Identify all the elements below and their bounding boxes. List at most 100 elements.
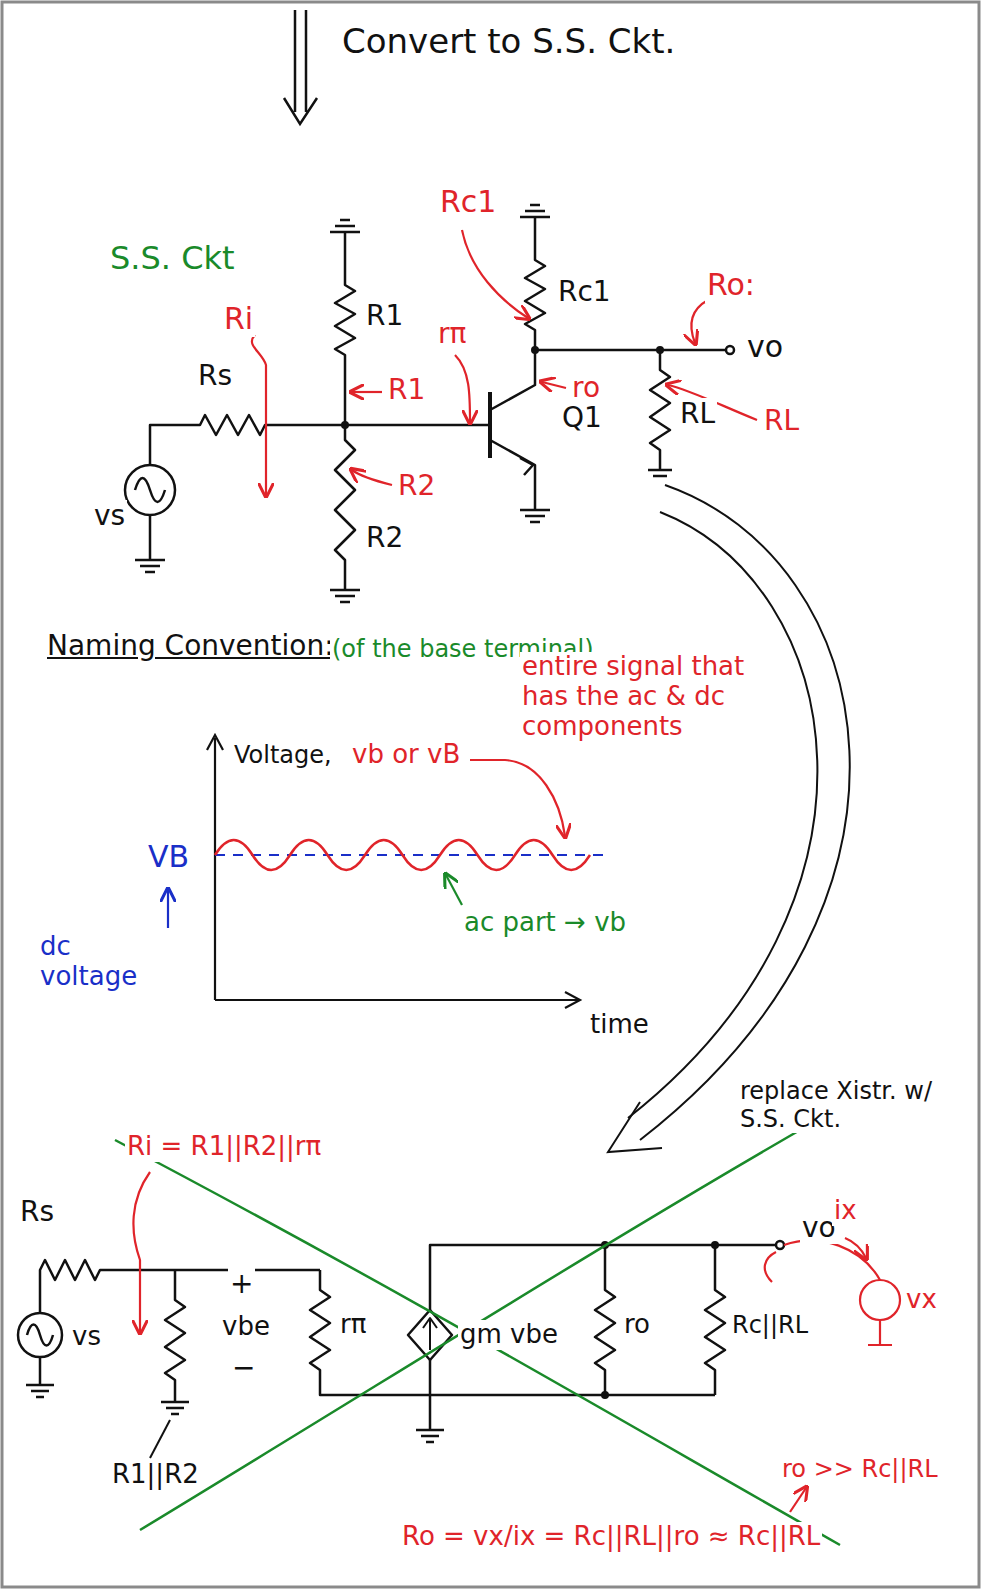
resistor-symbol — [335, 232, 355, 425]
circuit-label: rπ — [436, 318, 468, 350]
circuit-label: Ri = R1||R2||rπ — [125, 1132, 323, 1162]
circuit-label: ix — [832, 1196, 859, 1226]
resistor-symbol — [40, 1260, 320, 1313]
resistor-symbol — [525, 217, 545, 350]
circuit-label: Rc1 — [438, 185, 498, 220]
circuit-label: replace Xistr. w/ S.S. Ckt. — [738, 1078, 957, 1133]
curved-arrow — [640, 485, 850, 1140]
wire — [535, 349, 726, 352]
junction-dot — [601, 1391, 609, 1399]
source-symbol — [135, 478, 165, 502]
resistor-symbol — [705, 1245, 725, 1395]
circuit-label: dc voltage — [38, 932, 152, 992]
resistor-symbol — [595, 1245, 615, 1395]
junction-dot — [656, 346, 664, 354]
circuit-label: S.S. Ckt — [108, 240, 237, 277]
small-signal-circuit — [18, 1241, 784, 1458]
dc-level-line — [215, 854, 605, 856]
ground-symbol — [868, 1320, 892, 1345]
ground-symbol — [416, 1360, 444, 1442]
circuit-label: R2 — [396, 470, 437, 502]
leader-arrow — [845, 1238, 866, 1258]
down-arrow — [284, 10, 317, 124]
leader-arrow — [462, 230, 528, 318]
signal-wave — [215, 840, 590, 870]
cross-out — [115, 1090, 870, 1545]
ground-symbol — [330, 590, 360, 602]
leader-arrow — [352, 470, 392, 485]
resistance-arrows — [252, 230, 757, 495]
leader-arrow — [133, 1172, 150, 1332]
circuit-label: Rc1 — [556, 276, 613, 308]
circuit-label: + — [228, 1268, 255, 1300]
leader-arrow — [455, 355, 470, 422]
leader-arrow — [252, 335, 266, 495]
circuit-label: Rc||RL — [730, 1312, 810, 1340]
circuit-label: gm vbe — [458, 1320, 560, 1350]
ground-symbol — [330, 220, 360, 232]
resistor-symbol — [150, 415, 490, 465]
curved-arrow — [608, 485, 850, 1152]
leader-arrow — [167, 890, 169, 928]
terminal — [726, 346, 734, 354]
leader-arrow — [352, 391, 382, 393]
circuit-label: VB — [146, 840, 191, 875]
circuit-label: time — [588, 1010, 651, 1040]
circuit-label: Rs — [18, 1196, 56, 1228]
resistor-symbol — [161, 1270, 189, 1414]
circuit-label: vs — [70, 1322, 103, 1352]
circuit-label: vx — [904, 1285, 939, 1315]
circuit-label: rπ — [338, 1310, 368, 1340]
circuit-label: ro >> Rc||RL — [780, 1456, 940, 1484]
ground-symbol — [135, 515, 165, 572]
circuit-label: ro — [622, 1310, 652, 1340]
circuit-label: Ro = vx/ix = Rc||RL||ro ≈ Rc||RL — [400, 1522, 822, 1552]
terminal — [776, 1241, 784, 1249]
circuit-label: Voltage, — [232, 742, 334, 770]
resistor-symbol — [335, 425, 355, 590]
leader-arrow — [470, 760, 565, 836]
resistor-symbol — [310, 1270, 715, 1395]
circuit-label: vbe — [220, 1312, 272, 1342]
circuit-label: Q1 — [560, 402, 604, 434]
leader-arrow — [691, 300, 708, 343]
circuit-label: RL — [678, 398, 717, 430]
junction-dot — [711, 1241, 719, 1249]
circuit-label: Naming Convention: — [45, 630, 336, 662]
circuit-label: ro — [570, 372, 602, 404]
ground-symbol — [520, 205, 550, 217]
axis-arrow — [207, 735, 580, 1008]
ground-symbol — [26, 1357, 54, 1397]
leader-arrow — [542, 382, 566, 388]
circuit-label: Ro: — [705, 268, 757, 303]
leader-arrow — [765, 1252, 776, 1282]
circuit-label: − — [230, 1352, 257, 1384]
wire — [784, 1240, 880, 1280]
source-symbol — [18, 1313, 62, 1357]
transistor-symbol — [488, 392, 492, 458]
leader-arrow — [790, 1488, 806, 1512]
circuit-label: R1 — [364, 300, 405, 332]
test-source — [860, 1280, 900, 1320]
circuit-label: R1 — [386, 374, 427, 406]
circuit-label: Convert to S.S. Ckt. — [340, 22, 677, 61]
wire — [430, 1245, 776, 1310]
leader-arrow — [446, 875, 462, 905]
junction-dots — [341, 346, 664, 429]
circuit-label: R1||R2 — [110, 1460, 201, 1490]
circuit-label: ac part → vb — [462, 908, 628, 938]
cross-out — [115, 1140, 840, 1545]
circuit-label: RL — [762, 405, 801, 437]
circuit-label: vo — [745, 330, 785, 365]
ground-symbol — [520, 510, 550, 522]
resistor-symbol — [648, 350, 672, 476]
circuit-label: Ri — [222, 302, 255, 337]
transistor-symbol — [520, 458, 533, 475]
leader-line — [150, 1420, 170, 1458]
transistor-symbol — [490, 350, 535, 510]
curved-arrow — [608, 1102, 662, 1152]
circuit-label: entire signal that has the ac & dc compo… — [520, 652, 794, 742]
